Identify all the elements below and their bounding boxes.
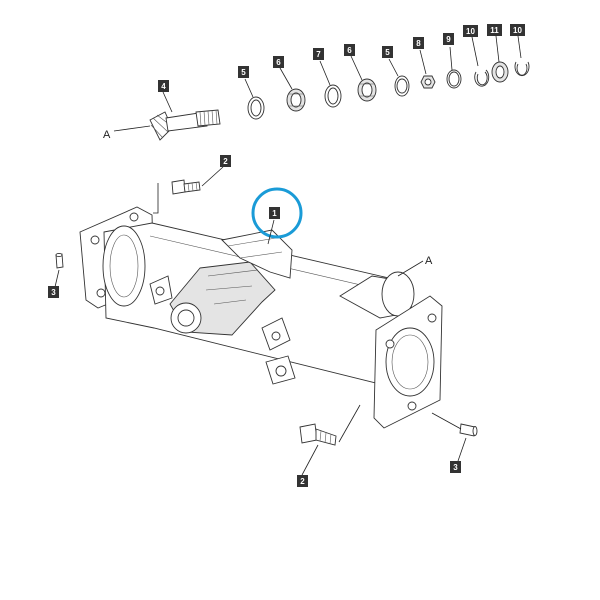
svg-text:2: 2 — [223, 157, 228, 166]
leader-line — [397, 260, 424, 277]
washer-part-9[interactable] — [446, 69, 462, 89]
leader-line — [471, 36, 479, 67]
leader-line — [301, 444, 319, 476]
svg-text:5: 5 — [385, 48, 390, 57]
leader-line — [113, 125, 151, 132]
svg-text:11: 11 — [490, 26, 499, 35]
svg-text:10: 10 — [466, 27, 475, 36]
bolt-part-2-bottom[interactable] — [299, 423, 337, 446]
callout-3-left[interactable]: 3 — [48, 286, 59, 298]
svg-text:10: 10 — [513, 26, 522, 35]
seal-part-11[interactable] — [491, 61, 509, 83]
svg-text:9: 9 — [446, 35, 451, 44]
nut-part-8[interactable] — [420, 75, 436, 89]
leader-line — [338, 404, 361, 443]
callout-7[interactable]: 7 — [313, 48, 324, 60]
callout-5-left[interactable]: 5 — [238, 66, 249, 78]
callout-8[interactable]: 8 — [413, 37, 424, 49]
svg-text:7: 7 — [316, 50, 321, 59]
leader-line — [54, 269, 60, 288]
svg-text:6: 6 — [347, 46, 352, 55]
leader-line — [449, 46, 453, 71]
callout-3-right[interactable]: 3 — [450, 461, 461, 473]
bearing-part-6-right[interactable] — [357, 78, 377, 102]
leader-line — [244, 78, 254, 98]
svg-text:3: 3 — [51, 288, 56, 297]
leader-line — [419, 49, 427, 75]
callout-6-left[interactable]: 6 — [273, 56, 284, 68]
leader-line — [495, 35, 500, 63]
leader-line — [350, 55, 363, 81]
leader-line — [517, 35, 522, 59]
svg-text:1: 1 — [272, 209, 277, 218]
leader-line — [201, 166, 224, 187]
svg-text:8: 8 — [416, 39, 421, 48]
ring-part-5-left[interactable] — [247, 96, 265, 120]
leader-line — [267, 219, 275, 245]
snap-ring-part-10-right[interactable] — [514, 61, 530, 77]
leader-line — [319, 60, 331, 86]
bolt-part-2-top[interactable] — [171, 179, 201, 195]
ring-part-7[interactable] — [324, 84, 342, 108]
axle-housing-part-1[interactable] — [79, 206, 443, 429]
leader-line — [457, 437, 467, 462]
callout-10-right[interactable]: 10 — [510, 24, 525, 36]
svg-text:2: 2 — [300, 477, 305, 486]
bearing-part-6-left[interactable] — [286, 88, 306, 112]
callout-1[interactable]: 1 — [269, 207, 280, 219]
leader-line — [162, 91, 173, 113]
callout-6-right[interactable]: 6 — [344, 44, 355, 56]
snap-ring-part-10-left[interactable] — [474, 69, 490, 87]
callout-5-right[interactable]: 5 — [382, 46, 393, 58]
leader-line — [431, 412, 462, 430]
pinion-shaft[interactable] — [149, 109, 221, 141]
pin-part-3-right[interactable] — [459, 423, 478, 437]
callout-2-bottom[interactable]: 2 — [297, 475, 308, 487]
leader-line — [388, 58, 399, 77]
leader-line — [279, 67, 293, 90]
ring-part-5-right[interactable] — [394, 75, 410, 97]
reference-letter-a-left: A — [103, 129, 111, 141]
callout-4[interactable]: 4 — [158, 80, 169, 92]
callout-11[interactable]: 11 — [487, 24, 502, 36]
pin-part-3-left[interactable] — [55, 252, 64, 269]
highlight-ring — [251, 187, 303, 239]
callout-9[interactable]: 9 — [443, 33, 454, 45]
leader-line — [153, 183, 159, 214]
callout-2-top[interactable]: 2 — [220, 155, 231, 167]
svg-text:6: 6 — [276, 58, 281, 67]
svg-text:4: 4 — [161, 82, 166, 91]
svg-text:5: 5 — [241, 68, 246, 77]
callout-10-left[interactable]: 10 — [463, 25, 478, 37]
reference-letter-a-right: A — [425, 255, 433, 267]
svg-text:3: 3 — [453, 463, 458, 472]
